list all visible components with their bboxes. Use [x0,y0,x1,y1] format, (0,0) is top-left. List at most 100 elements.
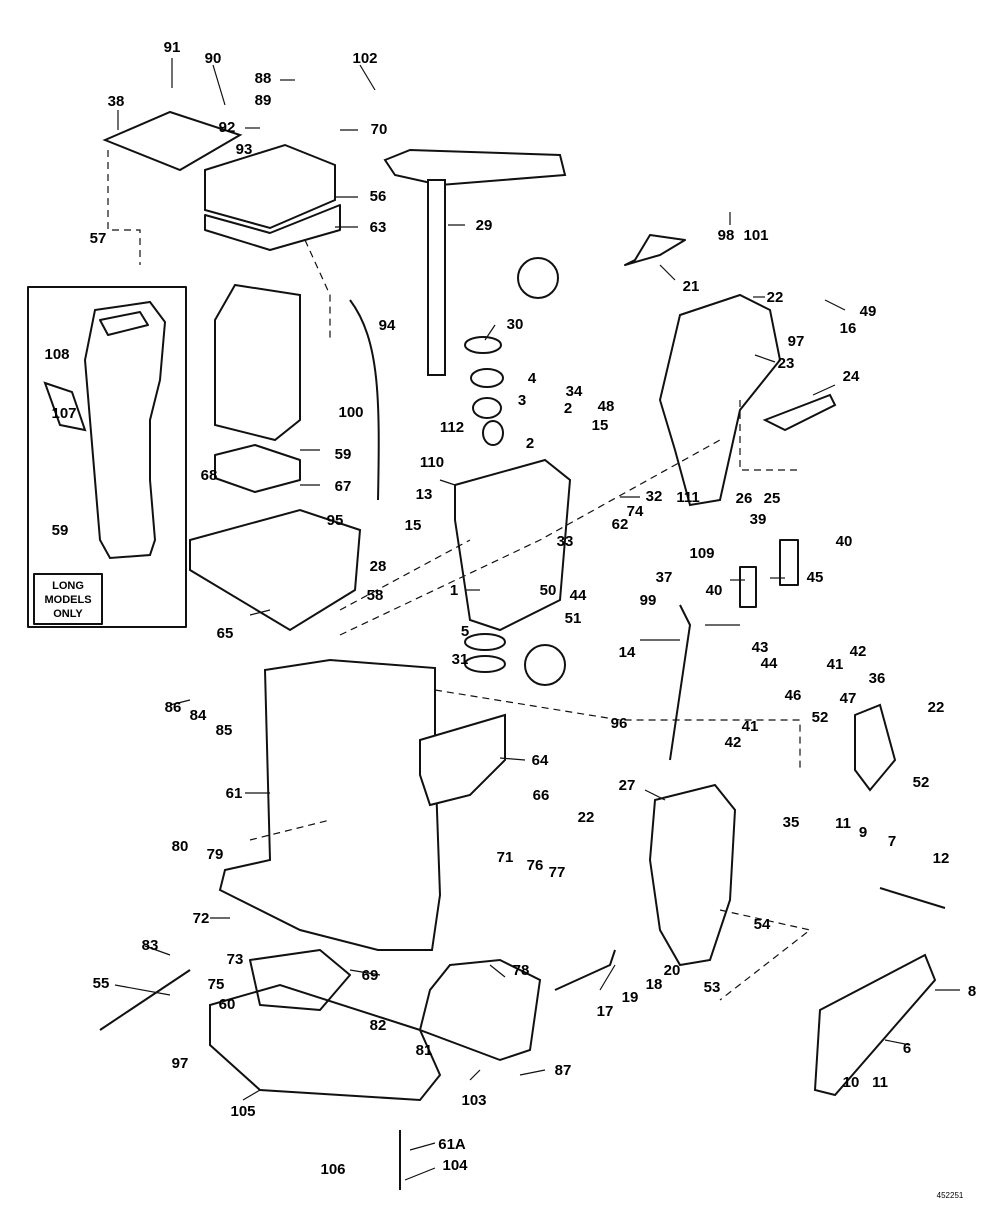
plate-108-shape [43,381,87,432]
stern-bracket-right-shape [658,293,782,507]
callout-25: 25 [764,490,781,507]
callout-42-b: 42 [725,734,742,751]
callout-32: 32 [646,488,663,505]
spring-40-lower-shape [739,566,757,608]
callout-89: 89 [255,92,272,109]
lower-pan-shape [189,508,362,632]
callout-56: 56 [370,188,387,205]
callout-61a: 61A [438,1136,466,1153]
water-tube-shape [349,299,380,501]
callout-90: 90 [205,50,222,67]
callout-97-a: 97 [788,333,805,350]
rod-17-shape [554,949,616,991]
callout-43: 43 [752,639,769,656]
callout-52-a: 52 [812,709,829,726]
lock-symbol-bottom [524,644,566,686]
callout-29: 29 [476,217,493,234]
callout-50: 50 [540,582,557,599]
callout-58: 58 [367,587,384,604]
callout-68: 68 [201,467,218,484]
callout-99: 99 [640,592,657,609]
bushing-4-shape [470,368,504,388]
callout-96: 96 [611,715,628,732]
lower-mount-105-shape [209,983,442,1102]
stern-bracket-left-shape [648,783,737,967]
callout-71: 71 [497,849,514,866]
callout-42-a: 42 [850,643,867,660]
callout-105: 105 [230,1103,255,1120]
figure-code: 452251 [937,1191,964,1200]
callout-94: 94 [379,317,396,334]
callout-11-b: 11 [872,1074,888,1091]
callout-36: 36 [869,670,886,687]
callout-59-b: 59 [52,522,69,539]
bushing-112-shape [472,397,502,419]
callout-66: 66 [533,787,550,804]
callout-98: 98 [718,227,735,244]
callout-88: 88 [255,70,272,87]
rod-14-shape [669,604,691,761]
exhaust-tube-shape [214,283,301,442]
callout-28: 28 [370,558,387,575]
callout-87: 87 [555,1062,572,1079]
exhaust-housing-shape [218,658,442,951]
callout-33: 33 [557,533,574,550]
callout-39: 39 [750,511,767,528]
callout-2-a: 2 [564,400,572,417]
callout-41-a: 41 [827,656,844,673]
callout-24: 24 [843,368,860,385]
callout-74: 74 [627,503,644,520]
callout-80: 80 [172,838,189,855]
callout-5: 5 [461,623,469,640]
mount-78-shape [418,958,542,1062]
callout-22-a: 22 [767,289,784,306]
callout-107: 107 [51,405,76,422]
callout-79: 79 [207,846,224,863]
callout-31: 31 [452,651,469,668]
callout-26: 26 [736,490,753,507]
callout-7: 7 [888,833,896,850]
callout-45: 45 [807,569,824,586]
alignment-lines [107,150,812,1001]
callout-92: 92 [219,119,236,136]
callout-70: 70 [371,121,388,138]
seal-60-shape [249,949,351,1011]
bolt-12-shape [879,887,946,909]
callout-18: 18 [646,976,663,993]
callout-23: 23 [778,355,795,372]
callout-38: 38 [108,93,125,110]
callout-112: 112 [440,419,464,436]
callout-65: 65 [217,625,234,642]
callout-76: 76 [527,857,544,874]
bushing-5-shape [464,633,506,651]
callout-85: 85 [216,722,233,739]
callout-104: 104 [442,1157,468,1174]
callout-54: 54 [754,916,771,933]
parts [99,110,946,1190]
lever-24-shape [762,393,837,432]
plate-47-shape [854,703,897,792]
callout-14: 14 [619,644,636,661]
gasket-63-shape [204,204,341,251]
callout-15-a: 15 [592,417,609,434]
callout-110: 110 [420,454,444,471]
callout-82: 82 [370,1017,387,1034]
plate-6-shape [813,953,937,1097]
callout-72: 72 [193,910,210,927]
callout-37: 37 [656,569,673,586]
callout-77: 77 [549,864,566,881]
callout-6: 6 [903,1040,911,1057]
callout-40-b: 40 [706,582,723,599]
callout-48: 48 [598,398,615,415]
callout-49: 49 [860,303,877,320]
callout-2-b: 2 [526,435,534,452]
callout-95: 95 [327,512,344,529]
callout-34: 34 [566,383,583,400]
callout-16: 16 [840,320,857,337]
adapter-gasket-shape [102,110,243,172]
callout-73: 73 [227,951,244,968]
note-line-2: MODELS [44,594,91,606]
callout-17: 17 [597,1003,614,1020]
note-line-3: ONLY [53,608,83,620]
